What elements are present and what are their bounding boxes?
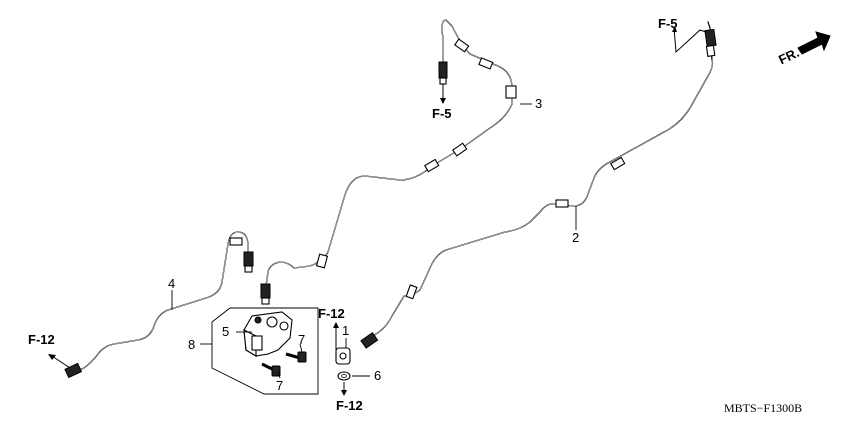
front-direction-arrow-icon: [797, 31, 831, 55]
callout-number: 6: [374, 368, 381, 383]
ref-label-f12: F-12: [336, 398, 363, 413]
ref-label-f5: F-5: [658, 16, 678, 31]
callout-number: 4: [168, 276, 175, 291]
brake-pipe-4: [73, 231, 249, 373]
washer: [337, 371, 351, 381]
callout-number: 5: [222, 324, 229, 339]
pipe-clip: [454, 38, 470, 53]
brake-pipe-2: [365, 21, 714, 343]
callout-number: 8: [188, 337, 195, 352]
callout-number: 1: [342, 323, 349, 338]
flare-nut-fitting: [243, 251, 254, 273]
arrow-up-icon: [333, 322, 339, 352]
pipe-clip: [478, 57, 494, 70]
callout-number: 2: [572, 230, 579, 245]
pipe-clip: [555, 199, 569, 208]
pipe-clip: [229, 237, 243, 246]
callout-number: 7: [276, 378, 283, 393]
pipe-clip: [315, 253, 329, 269]
pipe-clip: [610, 156, 626, 171]
arrow-down-icon: [440, 84, 446, 104]
pipe-clip: [505, 85, 517, 99]
pipe-clip: [452, 142, 468, 157]
diagram-code: MBTS−F1300B: [724, 401, 802, 415]
pipe-clip: [424, 158, 440, 173]
ref-label-f5: F-5: [432, 106, 452, 121]
delay-valve: [243, 311, 293, 357]
bolt: [285, 351, 307, 363]
callout-leader: [299, 343, 303, 353]
callout-number: 7: [298, 332, 305, 347]
callout-leader: [277, 371, 281, 379]
callout-number: 3: [535, 96, 542, 111]
pipe-clip: [405, 284, 418, 300]
ref-label-f12: F-12: [318, 306, 345, 321]
arrow-icon: [672, 26, 707, 54]
bolt: [261, 362, 281, 377]
flare-nut-fitting: [260, 283, 271, 305]
arrow-down-icon: [341, 382, 347, 396]
flare-nut-fitting: [64, 362, 83, 379]
flare-nut-fitting: [704, 28, 717, 57]
flare-nut-fitting: [360, 332, 379, 349]
brake-pipe-3: [265, 19, 513, 287]
flare-nut-fitting: [438, 61, 448, 85]
ref-label-f12: F-12: [28, 332, 55, 347]
assembly-group-bracket: [200, 307, 319, 395]
arrow-left-icon: [48, 354, 71, 369]
three-way-joint: [335, 347, 351, 365]
